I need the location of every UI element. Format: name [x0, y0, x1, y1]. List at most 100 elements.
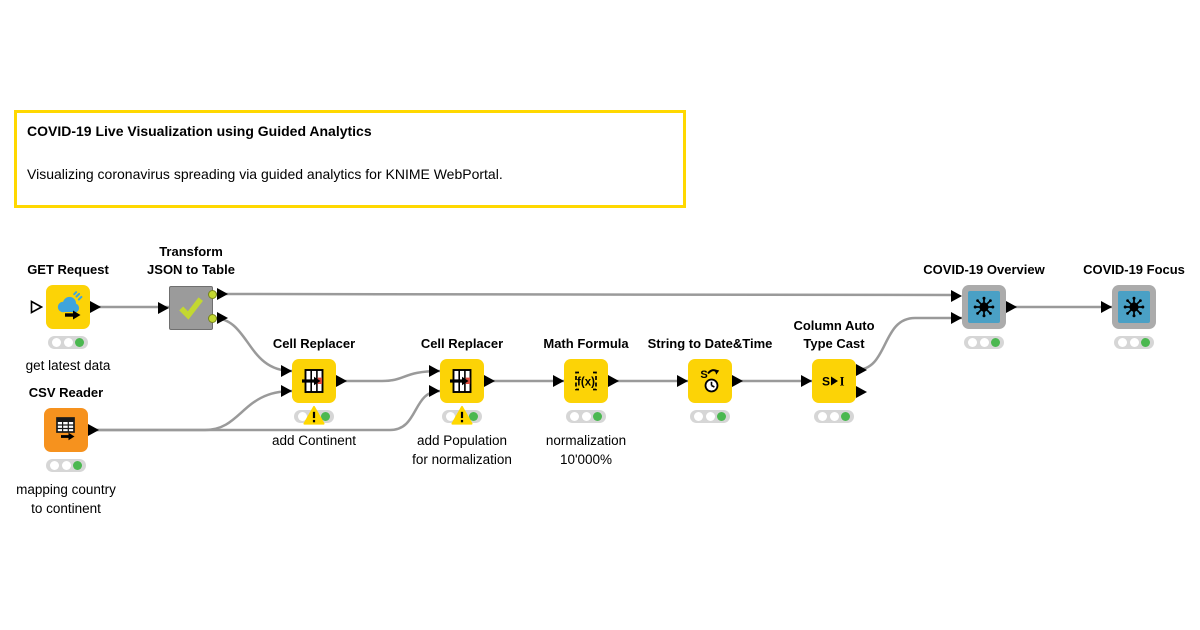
- output-port[interactable]: [336, 375, 347, 387]
- node-column-auto-type-cast[interactable]: S I: [801, 359, 867, 423]
- traffic-light-red: [570, 412, 579, 421]
- traffic-light-yellow: [63, 338, 73, 347]
- output-port-2-circle[interactable]: [208, 313, 217, 323]
- input-port-2[interactable]: [429, 384, 440, 397]
- annotation-body: Visualizing coronavirus spreading via gu…: [27, 166, 503, 182]
- output-port[interactable]: [90, 301, 101, 313]
- traffic-light-yellow: [581, 412, 591, 421]
- input-port[interactable]: [553, 375, 564, 387]
- node-body: S: [688, 359, 732, 403]
- wire-cellreplacer1-to-cellreplacer2[interactable]: [336, 369, 441, 383]
- wire-transform-to-overview[interactable]: [212, 292, 957, 297]
- traffic-light-green: [1141, 338, 1150, 347]
- traffic-light-red: [694, 412, 703, 421]
- traffic-light-green: [593, 412, 602, 421]
- node-body: [44, 408, 88, 452]
- math-formula-icon: f(x): [575, 371, 597, 391]
- traffic-light-yellow: [979, 338, 989, 347]
- component-inner-square: [968, 291, 1000, 323]
- node-body: [292, 359, 336, 403]
- node-label-csv-reader-line2: to continent: [31, 501, 101, 516]
- output-port-1[interactable]: [217, 287, 228, 300]
- node-cell-replacer-1[interactable]: [281, 359, 347, 425]
- node-body: [962, 285, 1006, 329]
- component-inner-square: [1118, 291, 1150, 323]
- svg-text:I: I: [840, 375, 845, 389]
- node-label-cell-replacer-2-line1: add Population: [416, 433, 508, 448]
- output-port-2[interactable]: [856, 385, 867, 398]
- node-title-cell-replacer-1: Cell Replacer: [272, 336, 356, 351]
- node-body: [46, 285, 90, 329]
- node-title-math-formula: Math Formula: [543, 336, 629, 351]
- traffic-light-red: [446, 412, 455, 421]
- traffic-light-green: [841, 412, 850, 421]
- node-body: S I: [812, 359, 856, 403]
- traffic-light: [1114, 336, 1154, 349]
- cell-replacer-icon: [450, 369, 472, 393]
- node-body: [1112, 285, 1156, 329]
- node-label-math-formula-line2: 10'000%: [559, 452, 613, 467]
- annotation-title: COVID-19 Live Visualization using Guided…: [27, 123, 372, 139]
- warning-triangle-icon: [451, 405, 473, 425]
- output-port[interactable]: [484, 375, 495, 387]
- cell-replacer-icon: [302, 369, 324, 393]
- output-port-1[interactable]: [856, 363, 867, 376]
- input-port[interactable]: [158, 301, 169, 314]
- traffic-light: [566, 410, 606, 423]
- type-cast-icon: S I: [822, 375, 845, 389]
- output-port[interactable]: [88, 424, 99, 436]
- virus-icon: [1123, 296, 1145, 318]
- virus-icon: [973, 296, 995, 318]
- input-port[interactable]: [801, 375, 812, 387]
- traffic-light-red: [52, 338, 61, 347]
- output-port[interactable]: [732, 375, 743, 387]
- node-label-cell-replacer-1: add Continent: [271, 433, 357, 448]
- node-title-transform-line2: JSON to Table: [147, 262, 235, 277]
- node-string-to-datetime[interactable]: S: [677, 359, 743, 423]
- traffic-light-yellow: [1129, 338, 1139, 347]
- node-title-transform-line1: Transform: [159, 244, 223, 259]
- node-transform-json-to-table[interactable]: [158, 286, 228, 330]
- traffic-light-green: [73, 461, 82, 470]
- warning-triangle-icon: [303, 405, 325, 425]
- traffic-light-yellow: [61, 461, 71, 470]
- traffic-light: [814, 410, 854, 423]
- node-title-typecast-line1: Column Auto: [793, 318, 875, 333]
- node-title-cell-replacer-2: Cell Replacer: [420, 336, 504, 351]
- input-port-1[interactable]: [429, 364, 440, 377]
- input-port-2[interactable]: [281, 384, 292, 397]
- node-get-request[interactable]: [30, 285, 101, 349]
- node-label-cell-replacer-2-line2: for normalization: [412, 452, 512, 467]
- traffic-light-green: [991, 338, 1000, 347]
- traffic-light: [48, 336, 88, 349]
- traffic-light: [964, 336, 1004, 349]
- node-body: f(x): [564, 359, 608, 403]
- node-label-csv-reader-line1: mapping country: [16, 482, 116, 497]
- node-cell-replacer-2[interactable]: [429, 359, 495, 425]
- node-math-formula[interactable]: f(x): [553, 359, 619, 423]
- node-csv-reader[interactable]: [44, 408, 99, 472]
- output-port[interactable]: [608, 375, 619, 387]
- node-covid-19-overview[interactable]: [951, 285, 1017, 349]
- output-port-1-circle[interactable]: [208, 289, 217, 299]
- node-covid-19-focus[interactable]: [1101, 285, 1156, 349]
- traffic-light-green: [717, 412, 726, 421]
- get-request-cloud-icon: [57, 291, 83, 320]
- node-body: [440, 359, 484, 403]
- output-port[interactable]: [1006, 301, 1017, 313]
- input-port-1[interactable]: [951, 289, 962, 302]
- input-port[interactable]: [1101, 301, 1112, 313]
- input-port[interactable]: [677, 375, 688, 387]
- traffic-light-red: [1118, 338, 1127, 347]
- traffic-light-green: [321, 412, 330, 421]
- input-port-1[interactable]: [281, 364, 292, 377]
- input-port-2[interactable]: [951, 311, 962, 324]
- checkmark-icon: [179, 297, 203, 320]
- workflow-annotation[interactable]: COVID-19 Live Visualization using Guided…: [14, 110, 686, 208]
- svg-text:f(x): f(x): [577, 377, 595, 389]
- node-title-get-request: GET Request: [27, 262, 109, 277]
- output-port-2[interactable]: [217, 311, 228, 324]
- input-port-unconnected[interactable]: [30, 300, 43, 314]
- string-to-datetime-icon: S: [700, 369, 720, 393]
